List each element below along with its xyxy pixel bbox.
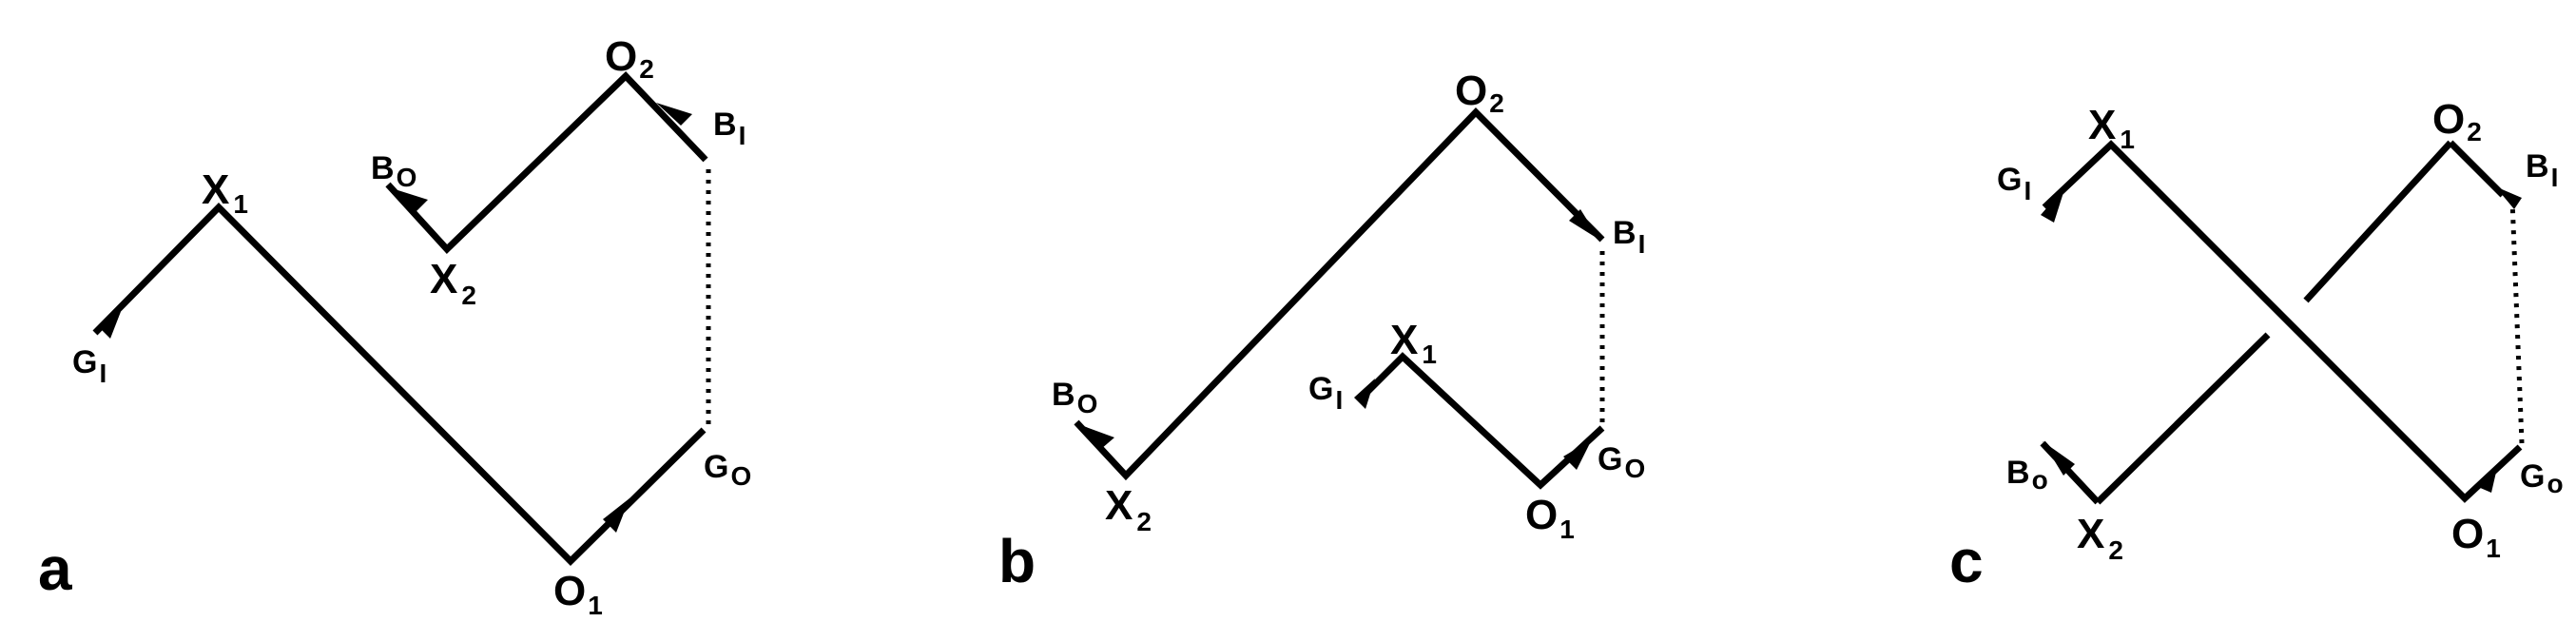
label-go: Go [2520,458,2564,498]
path-gi-x1-o1-go [92,203,707,566]
arrow-icon [2043,441,2075,476]
label-gi: GI [1997,162,2031,205]
arrow-icon [2041,186,2065,223]
label-bo: BO [1052,377,1097,418]
path-x2-o2-lower [2095,332,2271,505]
label-bi: BI [1613,215,1645,259]
arrow-icon [2478,468,2497,493]
arrow-icon [1569,209,1599,240]
arrow-icon [99,304,124,339]
arrow-icon [1563,439,1592,470]
label-o1: O1 [1525,492,1575,544]
path-o2-bi [2448,140,2506,198]
panel-letter-b: b [998,527,1036,595]
label-bi: BI [2526,148,2558,192]
arrow-icon [603,498,629,533]
arrow-icon [656,103,692,126]
path-gi-x1-o1-go [1357,352,1605,490]
arrow-icon [2495,186,2522,209]
label-o2: O2 [1455,68,1504,118]
arrow-icon [392,188,428,211]
label-o1: O1 [2451,511,2501,563]
path-bo-x2-o2-bi [385,71,708,255]
panel-letter-a: a [38,535,72,603]
panel-letter-c: c [1949,527,1984,595]
label-gi: GI [1308,371,1343,415]
path-gi-x1-o1-go [2042,140,2523,503]
label-o1: O1 [553,568,603,620]
label-o2: O2 [605,33,654,84]
label-bi: BI [713,107,746,150]
path-bo-x2-o2-bi [1074,107,1605,481]
label-bo: Bo [2006,455,2048,495]
path-x2-o2-upper [2303,140,2453,303]
label-gi: GI [72,344,107,388]
arrow-icon [1078,424,1114,449]
label-go: GO [1598,441,1645,483]
arrow-icon [1354,379,1375,409]
label-go: GO [704,449,751,491]
label-bo: BO [371,150,416,192]
dotted-connector-go-bi [2509,199,2525,444]
label-o2: O2 [2432,96,2482,146]
